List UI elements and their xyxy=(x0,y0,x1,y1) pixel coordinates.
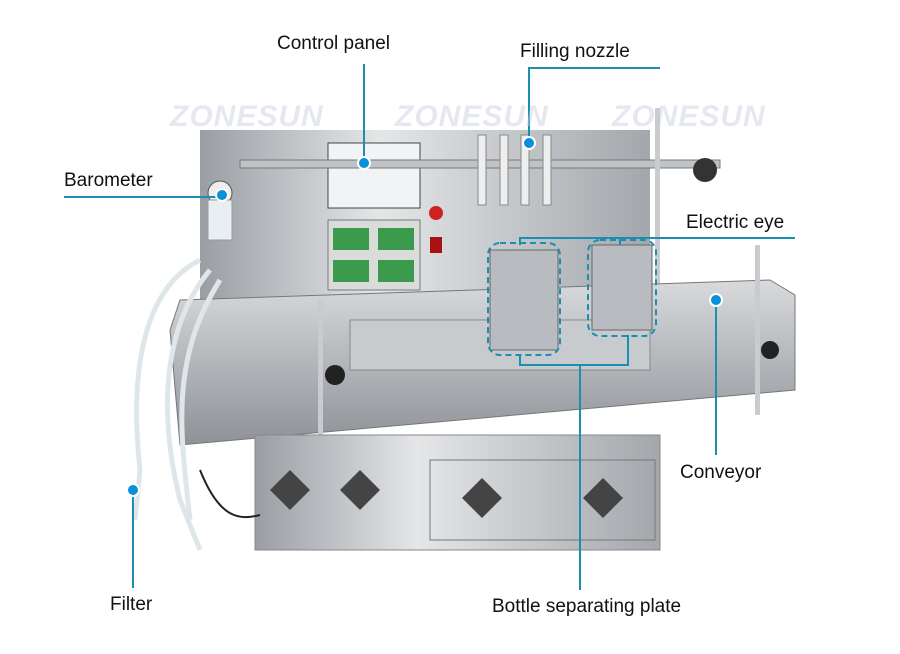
electric-eye-highlight-1 xyxy=(487,242,561,356)
filter-dot xyxy=(126,483,140,497)
label-control-panel: Control panel xyxy=(277,33,391,54)
filling-nozzle-dot xyxy=(522,136,536,150)
label-conveyor: Conveyor xyxy=(680,462,762,483)
watermark: ZONESUN xyxy=(170,100,324,133)
label-bottle-separating-plate: Bottle separating plate xyxy=(492,596,682,617)
barometer-dot xyxy=(215,188,229,202)
conveyor-dot xyxy=(709,293,723,307)
watermark: ZONESUN xyxy=(612,100,766,133)
label-filter: Filter xyxy=(110,594,153,615)
label-electric-eye: Electric eye xyxy=(686,212,785,233)
watermark: ZONESUN xyxy=(395,100,549,133)
electric-eye-highlight-2 xyxy=(587,239,657,337)
control-panel xyxy=(327,142,421,209)
back-cabinet xyxy=(200,130,650,305)
label-barometer: Barometer xyxy=(64,170,153,191)
control-panel-dot xyxy=(357,156,371,170)
label-filling-nozzle: Filling nozzle xyxy=(520,41,630,62)
